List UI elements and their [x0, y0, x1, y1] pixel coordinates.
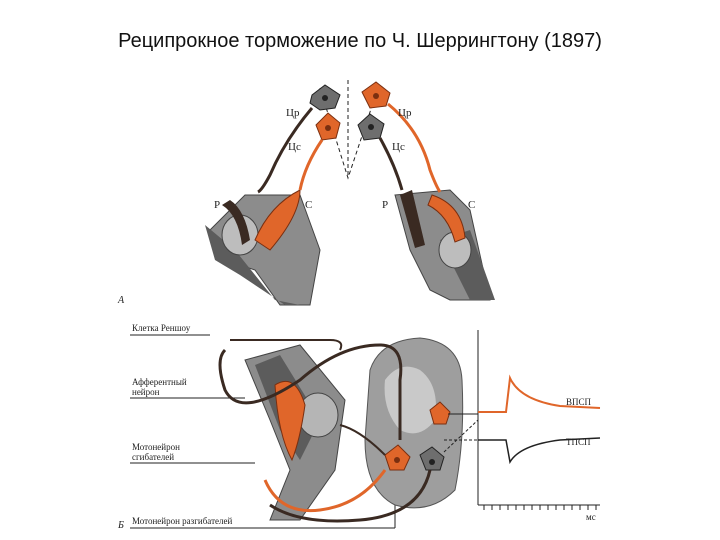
left-r-label: Р [214, 199, 220, 211]
flexor-motor-fiber [263, 469, 387, 513]
right-extensor-muscle [400, 190, 425, 248]
time-unit-label: мс [586, 512, 596, 522]
panel-a: Цр Цс Р С Цр Цс Р С А [117, 80, 495, 306]
right-cs-label: Цс [392, 141, 405, 153]
extensor-motoneuron [419, 446, 445, 471]
cross-probe-line [443, 419, 479, 453]
afferent-label-2: нейрон [132, 387, 160, 397]
panel-b-letter: Б [117, 520, 124, 531]
page-title: Реципрокное торможение по Ч. Шеррингтону… [118, 30, 602, 52]
ipsp-trace [478, 437, 601, 465]
renshaw-label: Клетка Реншоу [132, 323, 191, 333]
ipsp-label: ТПСП [566, 437, 591, 447]
extensor-motoneuron-nucleus [429, 459, 435, 465]
left-cs-nucleus [325, 125, 331, 131]
renshaw-cell [429, 401, 451, 425]
afferent-branch [339, 424, 386, 456]
flexor-mn-label-1: Мотонейрон [132, 442, 180, 452]
left-orange-fiber [298, 139, 324, 191]
panel-b: Клетка Реншоу Афферентный нейрон Мотоней… [117, 323, 601, 531]
right-flexor-muscle [427, 194, 466, 243]
extensor-mn-label: Мотонейрон разгибателей [132, 516, 232, 526]
panel-a-letter: А [117, 295, 125, 306]
flexor-mn-label-2: сгибателей [132, 452, 174, 462]
left-cs-label: Цс [288, 141, 301, 153]
epsp-label: ВПСП [566, 397, 592, 407]
left-extensor-muscle [222, 200, 250, 245]
right-cr-label: Цр [398, 107, 412, 119]
flexor-motoneuron-nucleus [394, 457, 400, 463]
right-leg: Цр Цс Р С [357, 81, 495, 301]
right-orange-fiber [387, 102, 442, 193]
spinal-gray-matter [384, 366, 436, 434]
right-cs-nucleus [368, 124, 374, 130]
limb-joint [297, 392, 339, 438]
trace-time-ticks [483, 505, 597, 510]
afferent-label-1: Афферентный [132, 377, 187, 387]
epsp-trace [478, 374, 601, 413]
right-r-label: Р [382, 199, 388, 211]
afferent-fiber [218, 343, 403, 440]
right-s-label: С [468, 199, 475, 211]
extensor-motor-fiber [269, 469, 432, 523]
right-dark-fiber [378, 137, 404, 191]
left-dark-fiber [257, 107, 314, 194]
left-cr-nucleus [322, 95, 328, 101]
left-flexor-muscle [254, 189, 301, 251]
right-cr-nucleus [373, 93, 379, 99]
left-leg: Цр Цс Р С [205, 84, 341, 306]
left-cr-label: Цр [286, 107, 300, 119]
left-s-label: С [305, 199, 312, 211]
renshaw-loop-fiber [230, 339, 343, 351]
